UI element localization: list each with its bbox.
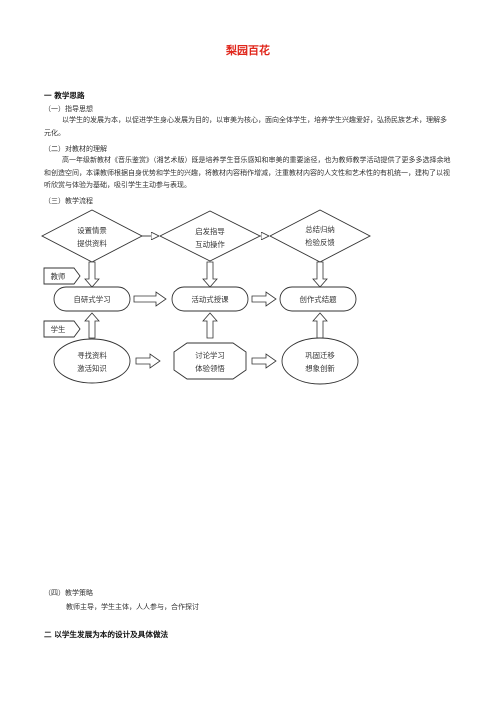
subsection-4-title: （四）教学策略: [44, 589, 93, 597]
flow-oval-1-line-1: 寻找资料: [77, 351, 107, 360]
subsection-1-title: （一）指导思想: [44, 105, 93, 113]
flow-oval-3-line-1: 巩固迁移: [305, 351, 335, 360]
flow-arrow-mid-1: [133, 291, 167, 307]
flow-diamond-3-line-1: 总结归纳: [305, 225, 335, 234]
section-1-heading: 一 教学思路: [44, 91, 85, 100]
flow-arrow-down-2: [202, 261, 218, 288]
flow-box-1-label: 自研式学习: [74, 295, 111, 304]
flow-arrow-bot-1: [135, 353, 161, 369]
flow-box-1: 自研式学习: [53, 286, 131, 312]
student-tag: 学生: [43, 320, 81, 338]
subsection-2-title: （二）对教材的理解: [44, 145, 107, 153]
flow-arrow-up-3: [312, 312, 328, 339]
flow-octagon-2-line-1: 讨论学习: [195, 351, 225, 360]
flow-box-3: 创作式结题: [279, 286, 357, 312]
flow-diamond-1: 设置情景 提供资料: [41, 209, 143, 263]
flow-oval-1-line-2: 激活知识: [77, 364, 107, 373]
student-tag-label: 学生: [51, 325, 66, 334]
flow-arrow-mid-2: [251, 291, 277, 307]
flow-diamond-1-line-2: 提供资料: [77, 239, 107, 248]
flow-arrow-up-1: [84, 312, 100, 339]
flow-diamond-2-line-1: 启发指导: [195, 227, 225, 236]
flow-box-3-label: 创作式结题: [300, 295, 338, 304]
section-2-heading: 二 以学生发展为本的设计及具体做法: [44, 630, 169, 639]
flow-arrow-down-3: [312, 261, 328, 288]
teacher-tag: 教师: [43, 267, 81, 285]
subsection-3-title: （三）教学流程: [44, 197, 93, 205]
flow-diamond-3: 总结归纳 检验反馈: [269, 209, 371, 263]
subsection-4-text: 教师主导，学生主体，人人参与，合作探讨: [66, 603, 199, 611]
flow-oval-1: 寻找资料 激活知识: [53, 338, 131, 384]
flow-box-2-label: 活动式授课: [192, 295, 230, 304]
flow-octagon-2-line-2: 体验领悟: [195, 364, 225, 373]
flow-diamond-2: 启发指导 互动操作: [158, 210, 262, 262]
subsection-2-paragraph: 高一年级新教材《音乐鉴赏》（湘艺术版）既是培养学生音乐感知和审美的重要途径，也为…: [44, 156, 451, 189]
subsection-1-paragraph: 以学生的发展为本，以促进学生身心发展为目的，以审美为核心，面向全体学生，培养学生…: [44, 116, 447, 137]
flow-diamond-2-line-2: 互动操作: [195, 240, 225, 249]
flow-diamond-3-line-2: 检验反馈: [305, 238, 335, 247]
flow-arrow-up-2: [202, 312, 218, 339]
flow-octagon-2: 讨论学习 体验领悟: [173, 342, 247, 380]
flow-oval-3-line-2: 想象创新: [305, 364, 335, 373]
flow-oval-3: 巩固迁移 想象创新: [281, 337, 359, 385]
page-title: 梨园百花: [226, 44, 270, 57]
flow-arrow-bot-2: [251, 353, 277, 369]
flow-box-2: 活动式授课: [171, 286, 249, 312]
flow-arrow-down-1: [84, 261, 100, 288]
flow-diamond-1-line-1: 设置情景: [77, 226, 107, 235]
teacher-tag-label: 教师: [51, 272, 66, 281]
